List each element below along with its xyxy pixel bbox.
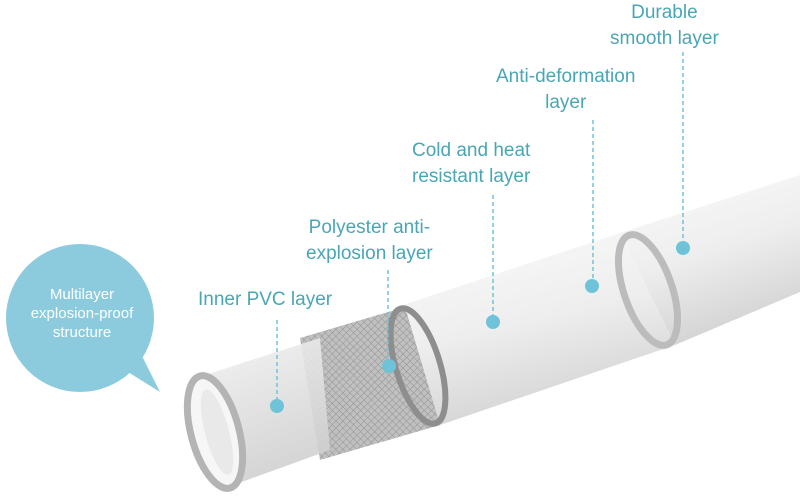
label-anti-deformation: Anti-deformation layer — [496, 64, 635, 116]
label-cold-heat: Cold and heat resistant layer — [412, 138, 530, 190]
label-durable-line-2: smooth layer — [610, 28, 719, 49]
label-cold-heat-line-1: Cold and heat — [412, 140, 531, 161]
marker-cold-heat — [486, 315, 500, 329]
label-polyester-line-2: explosion layer — [306, 243, 433, 264]
outer-pipe-body — [620, 175, 800, 345]
leader-lines — [276, 52, 684, 406]
marker-polyester — [382, 359, 396, 373]
label-inner-pvc-line-1: Inner PVC layer — [198, 289, 333, 310]
anti-deformation-band — [400, 233, 675, 425]
layer-markers — [270, 241, 690, 413]
label-durable-line-1: Durable — [631, 2, 698, 23]
marker-anti-deformation — [585, 279, 599, 293]
marker-durable — [676, 241, 690, 255]
label-cold-heat-line-2: resistant layer — [412, 166, 531, 187]
mesh-ring — [387, 305, 449, 427]
label-anti-deformation-line-1: Anti-deformation — [496, 66, 636, 87]
label-anti-deformation-line-2: layer — [545, 92, 587, 113]
bubble-line-3: structure — [52, 324, 112, 341]
polyester-mesh-layer — [300, 307, 440, 460]
label-inner-pvc: Inner PVC layer — [198, 287, 332, 313]
bubble-line-1: Multilayer — [49, 286, 115, 303]
tube-end-inner — [200, 389, 234, 475]
bubble-text: Multilayer explosion-proof structure — [14, 285, 150, 342]
bubble-line-2: explosion-proof — [30, 305, 134, 322]
band-ring — [614, 231, 682, 349]
label-durable: Durable smooth layer — [610, 0, 719, 52]
speech-bubble — [6, 244, 160, 392]
label-polyester-line-1: Polyester anti- — [308, 217, 431, 238]
label-polyester: Polyester anti- explosion layer — [306, 215, 433, 267]
marker-inner-pvc — [270, 399, 284, 413]
